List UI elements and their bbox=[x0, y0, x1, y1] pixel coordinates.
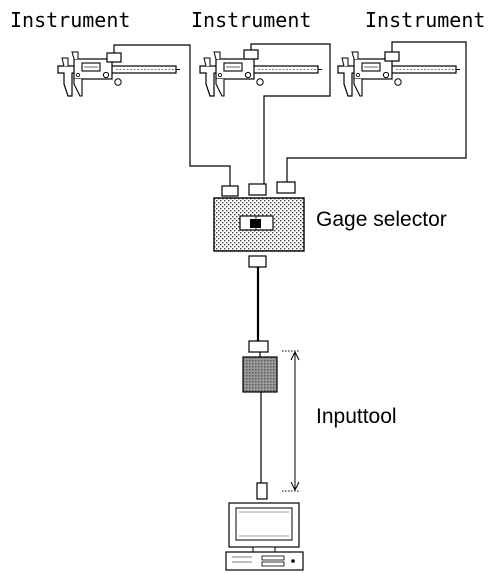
instrument-label-1: Instrument bbox=[10, 8, 131, 32]
instrument-cable-1 bbox=[113, 44, 231, 186]
instrument-caliper-2 bbox=[199, 51, 323, 97]
gage-selector-output-port bbox=[248, 255, 267, 268]
gage-selector-label: Gage selector bbox=[316, 208, 447, 231]
instrument-label-2: Instrument bbox=[191, 8, 312, 32]
inputtool-label: Inputtool bbox=[316, 405, 397, 428]
inputtool-box bbox=[242, 356, 278, 393]
instrument-connector-1 bbox=[106, 52, 122, 63]
computer-icon bbox=[225, 502, 304, 571]
instrument-label-3: Instrument bbox=[365, 8, 486, 32]
gage-selector-switch bbox=[239, 215, 274, 231]
instrument-cable-2 bbox=[250, 43, 331, 186]
gage-selector-input-ports bbox=[221, 181, 296, 197]
instrument-connector-2 bbox=[243, 49, 259, 60]
instrument-connector-3 bbox=[384, 51, 400, 62]
inputtool-top-connector bbox=[248, 340, 269, 353]
instrument-cable-3 bbox=[286, 41, 467, 184]
inputtool-span-indicator bbox=[282, 350, 300, 492]
inputtool-bottom-connector bbox=[256, 482, 268, 500]
